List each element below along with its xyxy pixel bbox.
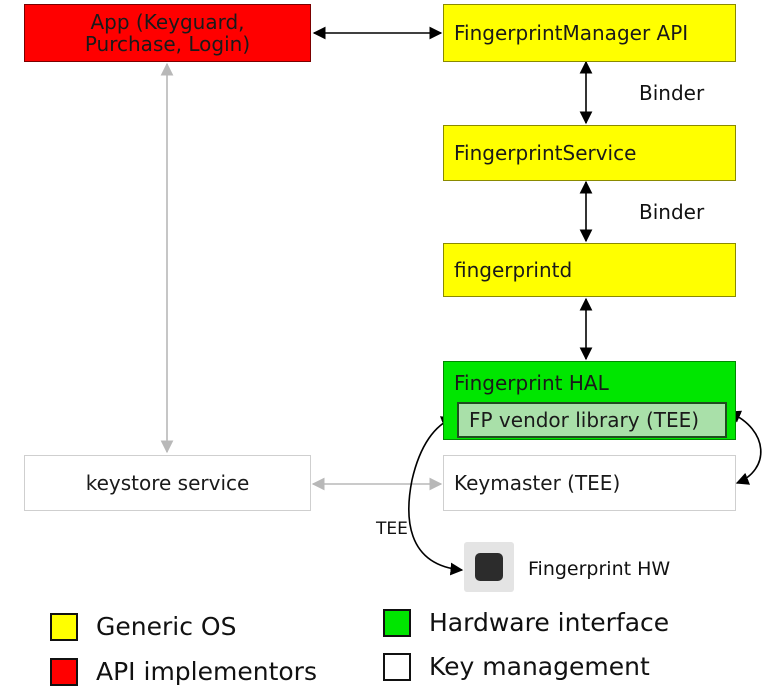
binder-label-2: Binder	[639, 200, 705, 224]
chip-core	[475, 553, 503, 581]
legend-label-hardware-interface: Hardware interface	[429, 608, 670, 637]
app-box: App (Keyguard, Purchase, Login)	[24, 4, 311, 62]
binder-label-1: Binder	[639, 81, 705, 105]
chip-icon	[464, 542, 514, 592]
legend-key-management: Key management	[383, 652, 650, 681]
legend-api-implementors: API implementors	[50, 657, 317, 686]
tee-label: TEE	[376, 519, 408, 539]
legend-swatch-red	[50, 657, 78, 686]
keymaster-label: Keymaster (TEE)	[454, 471, 621, 495]
keymaster-box: Keymaster (TEE)	[443, 455, 736, 511]
legend-label-key-management: Key management	[429, 652, 650, 681]
fingerprint-manager-label: FingerprintManager API	[454, 21, 689, 45]
fingerprint-hw-label: Fingerprint HW	[528, 558, 671, 580]
fingerprintd-label: fingerprintd	[454, 258, 573, 282]
vendor-keymaster-curve	[727, 410, 762, 485]
app-box-label: App (Keyguard, Purchase, Login)	[84, 10, 251, 56]
legend-swatch-white	[383, 652, 411, 681]
fingerprint-manager-box: FingerprintManager API	[443, 4, 736, 62]
keystore-service-box: keystore service	[24, 455, 311, 511]
tee-curve	[408, 416, 464, 576]
fingerprint-hal-label: Fingerprint HAL	[454, 371, 609, 395]
keystore-service-label: keystore service	[85, 471, 250, 495]
fp-vendor-library-label: FP vendor library (TEE)	[469, 408, 700, 432]
fingerprint-service-label: FingerprintService	[454, 141, 637, 165]
fingerprint-service-box: FingerprintService	[443, 125, 736, 181]
fingerprintd-box: fingerprintd	[443, 243, 736, 297]
legend-swatch-green	[383, 608, 411, 637]
fp-vendor-library-box: FP vendor library (TEE)	[457, 402, 727, 438]
legend-label-generic-os: Generic OS	[96, 612, 237, 641]
legend-label-api-implementors: API implementors	[96, 657, 317, 686]
legend-swatch-yellow	[50, 612, 78, 641]
legend-hardware-interface: Hardware interface	[383, 608, 669, 637]
legend-generic-os: Generic OS	[50, 612, 236, 641]
